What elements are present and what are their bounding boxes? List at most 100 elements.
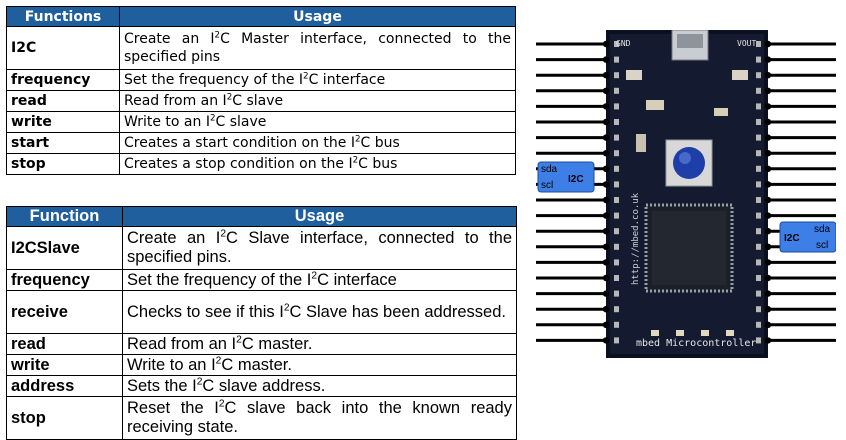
table-row: receive Checks to see if this I2C Slave … [6, 290, 517, 334]
pin-pad [756, 56, 761, 63]
pin-dot [764, 181, 772, 188]
table-row: stop Reset the I2C slave back into the k… [6, 396, 517, 440]
function-name: write [6, 354, 123, 376]
left-pin-lines [536, 42, 608, 342]
table-row: frequency Set the frequency of the I2C i… [6, 69, 516, 91]
pin-pad [756, 228, 761, 235]
function-usage: Sets the I2C slave address. [122, 375, 517, 397]
pin-pad [614, 275, 619, 281]
pin-pad [756, 321, 761, 328]
pin-dot [602, 165, 610, 172]
pin-dot [764, 274, 772, 282]
table-row: frequency Set the frequency of the I2C i… [6, 269, 517, 291]
pin-dot [602, 337, 610, 344]
pin-dot [602, 103, 610, 110]
pin-pad [756, 150, 761, 157]
column-header-usage: Usage [119, 6, 516, 27]
pin-pad [756, 275, 761, 281]
table-row: stop Creates a stop condition on the I2C… [6, 153, 516, 175]
pin-pad [756, 87, 761, 94]
pin-pad [614, 212, 619, 219]
table-row: write Write to an I2C slave [6, 111, 516, 133]
led-2-icon [676, 330, 684, 336]
pin-dot [764, 290, 772, 297]
function-name: write [6, 111, 120, 133]
pin-pad [614, 197, 619, 203]
pin-pad [614, 337, 619, 344]
pin-dot [602, 228, 610, 235]
pin-pad [756, 337, 761, 344]
pin-dot [602, 118, 610, 126]
pin-dot [602, 72, 610, 79]
column-header-function: Function [6, 206, 123, 227]
pin-dot [764, 306, 772, 313]
pin-pad [614, 41, 619, 47]
led-1-icon [651, 330, 659, 336]
function-name: frequency [6, 69, 120, 91]
function-usage: Read from an I2C slave [119, 90, 516, 112]
pin-dot [602, 87, 610, 94]
usb-port [677, 34, 703, 48]
pin-dot [764, 40, 772, 48]
pin-pad [756, 165, 761, 172]
table-row: start Creates a start condition on the I… [6, 132, 516, 154]
pin-pad [614, 290, 619, 297]
reset-button-icon [673, 147, 705, 179]
function-usage: Checks to see if this I2C Slave has been… [122, 290, 517, 334]
pin-pad [756, 134, 761, 141]
header-label-left: GND [616, 39, 631, 48]
table-row: read Read from an I2C master. [6, 333, 517, 355]
pin-dot [764, 196, 772, 204]
pin-dot [602, 321, 610, 328]
pin-dot [764, 321, 772, 328]
right-i2c-label: I2C [784, 233, 800, 244]
function-name: stop [6, 153, 120, 175]
pin-pad [756, 306, 761, 313]
pin-dot [602, 274, 610, 282]
function-name: receive [6, 290, 123, 334]
pin-pad [614, 321, 619, 328]
pin-pad [614, 56, 619, 63]
pin-dot [602, 212, 610, 219]
pin-pad [614, 228, 619, 235]
table-header-row: Function Usage [6, 206, 517, 227]
function-usage: Write to an I2C slave [119, 111, 516, 133]
right-scl-label: scl [816, 240, 828, 251]
function-name: read [6, 90, 120, 112]
pin-pad [614, 72, 619, 79]
pin-pad [614, 306, 619, 313]
pin-dot [602, 40, 610, 48]
table-row: I2CSlave Create an I2C Slave interface, … [6, 226, 517, 270]
pin-dot [602, 56, 610, 63]
right-pin-lines [766, 42, 836, 342]
pin-pad [614, 165, 619, 172]
button-highlight [679, 152, 691, 164]
pin-dot [764, 134, 772, 141]
column-header-usage: Usage [122, 206, 517, 227]
pin-pad [756, 41, 761, 47]
function-name: stop [6, 396, 123, 440]
board-url-label: http://mbed.co.uk [631, 192, 641, 285]
board-name-label: mbed Microcontroller [636, 338, 756, 349]
functions-table-master: Functions Usage I2C Create an I2C Master… [6, 6, 516, 175]
pin-pad [614, 259, 619, 266]
function-name: I2CSlave [6, 226, 123, 270]
left-i2c-connector [537, 161, 595, 193]
function-name: start [6, 132, 120, 154]
pin-dot [764, 150, 772, 157]
component-2 [732, 70, 748, 80]
function-usage: Creates a start condition on the I2C bus [119, 132, 516, 154]
function-usage: Read from an I2C master. [122, 333, 517, 355]
pin-dot [602, 196, 610, 204]
pin-dot [764, 337, 772, 344]
pin-pad [614, 87, 619, 94]
function-usage: Creates a stop condition on the I2C bus [119, 153, 516, 175]
function-usage: Set the frequency of the I2C interface [119, 69, 516, 91]
table-header-row: Functions Usage [6, 6, 516, 27]
function-name: address [6, 375, 123, 397]
table-row: read Read from an I2C slave [6, 90, 516, 112]
pin-dot [764, 165, 772, 172]
pin-dot [764, 212, 772, 219]
pin-pad [614, 103, 619, 110]
function-name: frequency [6, 269, 123, 291]
